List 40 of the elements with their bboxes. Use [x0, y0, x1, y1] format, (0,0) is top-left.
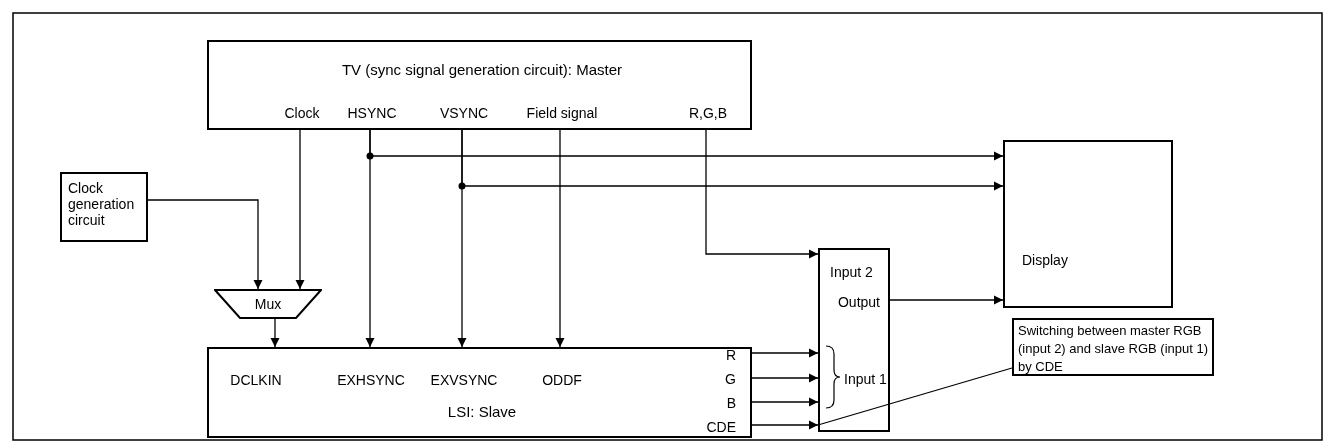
- port-label: Input 1: [844, 371, 887, 387]
- pin-label: VSYNC: [439, 105, 489, 121]
- arrow: [147, 199, 263, 290]
- pin-label: EXVSYNC: [430, 372, 498, 388]
- arrow: [705, 129, 819, 259]
- arrow: [751, 373, 819, 383]
- port-label: Input 2: [830, 264, 873, 280]
- pin-label: G: [725, 371, 736, 387]
- note-text: Switching between master RGB (input 2) and slave RGB (input 1) by CDE: [1018, 322, 1210, 376]
- circuit-box: [60, 172, 148, 242]
- pin-label: CDE: [706, 419, 736, 435]
- switch-box: [818, 248, 890, 432]
- arrow: [369, 129, 1004, 161]
- arrow: [461, 129, 1004, 191]
- arrow: [295, 129, 305, 290]
- arrow: [751, 348, 819, 358]
- pin-label: EXHSYNC: [337, 372, 405, 388]
- port-label: Output: [837, 294, 880, 310]
- pin-label: DCLKIN: [230, 372, 282, 388]
- block-label: Clock generation circuit: [68, 180, 136, 228]
- arrow: [751, 397, 819, 407]
- arrow: [889, 295, 1004, 305]
- arrow: [555, 129, 565, 348]
- display-box: [1003, 140, 1173, 308]
- pin-label: HSYNC: [347, 105, 397, 121]
- master-box: [207, 40, 752, 130]
- pin-label: B: [726, 395, 736, 411]
- leader-line: [817, 367, 1013, 426]
- block-label: Display: [1022, 252, 1068, 268]
- pin-label: ODDF: [542, 372, 582, 388]
- block-label: Mux: [254, 296, 282, 312]
- slave-box: [207, 347, 752, 438]
- block-title: LSI: Slave: [447, 404, 517, 420]
- block-title: TV (sync signal generation circuit): Master: [341, 62, 623, 78]
- pin-label: R: [725, 347, 736, 363]
- pin-label: Field signal: [526, 105, 598, 121]
- arrow: [270, 318, 280, 348]
- pin-label: R,G,B: [688, 105, 728, 121]
- arrow: [751, 420, 819, 430]
- pin-label: Clock: [284, 105, 320, 121]
